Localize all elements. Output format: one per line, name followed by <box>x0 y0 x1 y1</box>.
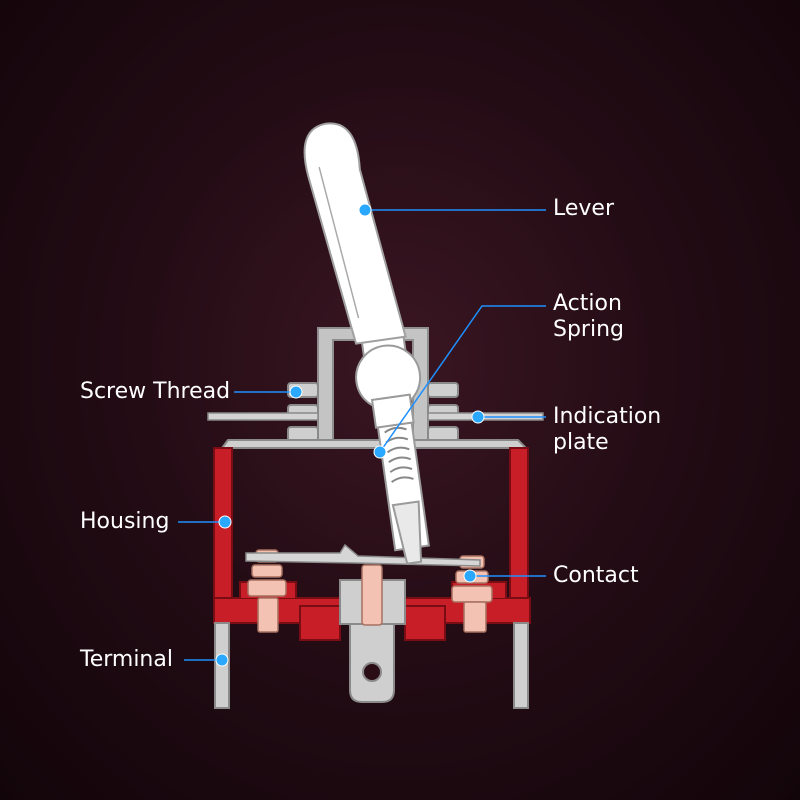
action-spring-coil <box>384 426 414 483</box>
indication-plate-dot <box>471 410 485 424</box>
contact-dot <box>463 569 477 583</box>
label-terminal: Terminal <box>80 647 173 673</box>
label-lever: Lever <box>553 196 614 222</box>
label-action-spring-line-1: Action <box>553 291 622 316</box>
label-contact: Contact <box>553 563 639 589</box>
terminals <box>214 622 529 709</box>
lever-dot <box>358 203 372 217</box>
label-indication-plate-line-1: Indication <box>553 404 662 429</box>
label-contact-line-1: Contact <box>553 563 639 588</box>
label-screw-thread: Screw Thread <box>80 379 230 405</box>
rocker-contact <box>245 543 481 567</box>
action-spring-dot <box>373 445 387 459</box>
housing-dot <box>218 515 232 529</box>
lever-group <box>303 122 430 565</box>
label-lever-line-1: Lever <box>553 196 615 221</box>
leader-dots <box>215 203 485 667</box>
label-action-spring: Action Spring <box>553 291 624 343</box>
label-indication-plate: Indication plate <box>553 404 661 456</box>
label-terminal-line-1: Terminal <box>80 647 173 672</box>
screw-thread-dot <box>289 385 303 399</box>
terminal-dot <box>215 653 229 667</box>
label-housing: Housing <box>80 509 169 535</box>
label-housing-line-1: Housing <box>80 509 170 534</box>
label-action-spring-line-2: Spring <box>553 317 624 342</box>
label-indication-plate-line-2: plate <box>553 430 609 455</box>
label-screw-thread-line-1: Screw Thread <box>80 379 231 404</box>
contacts <box>247 549 493 633</box>
